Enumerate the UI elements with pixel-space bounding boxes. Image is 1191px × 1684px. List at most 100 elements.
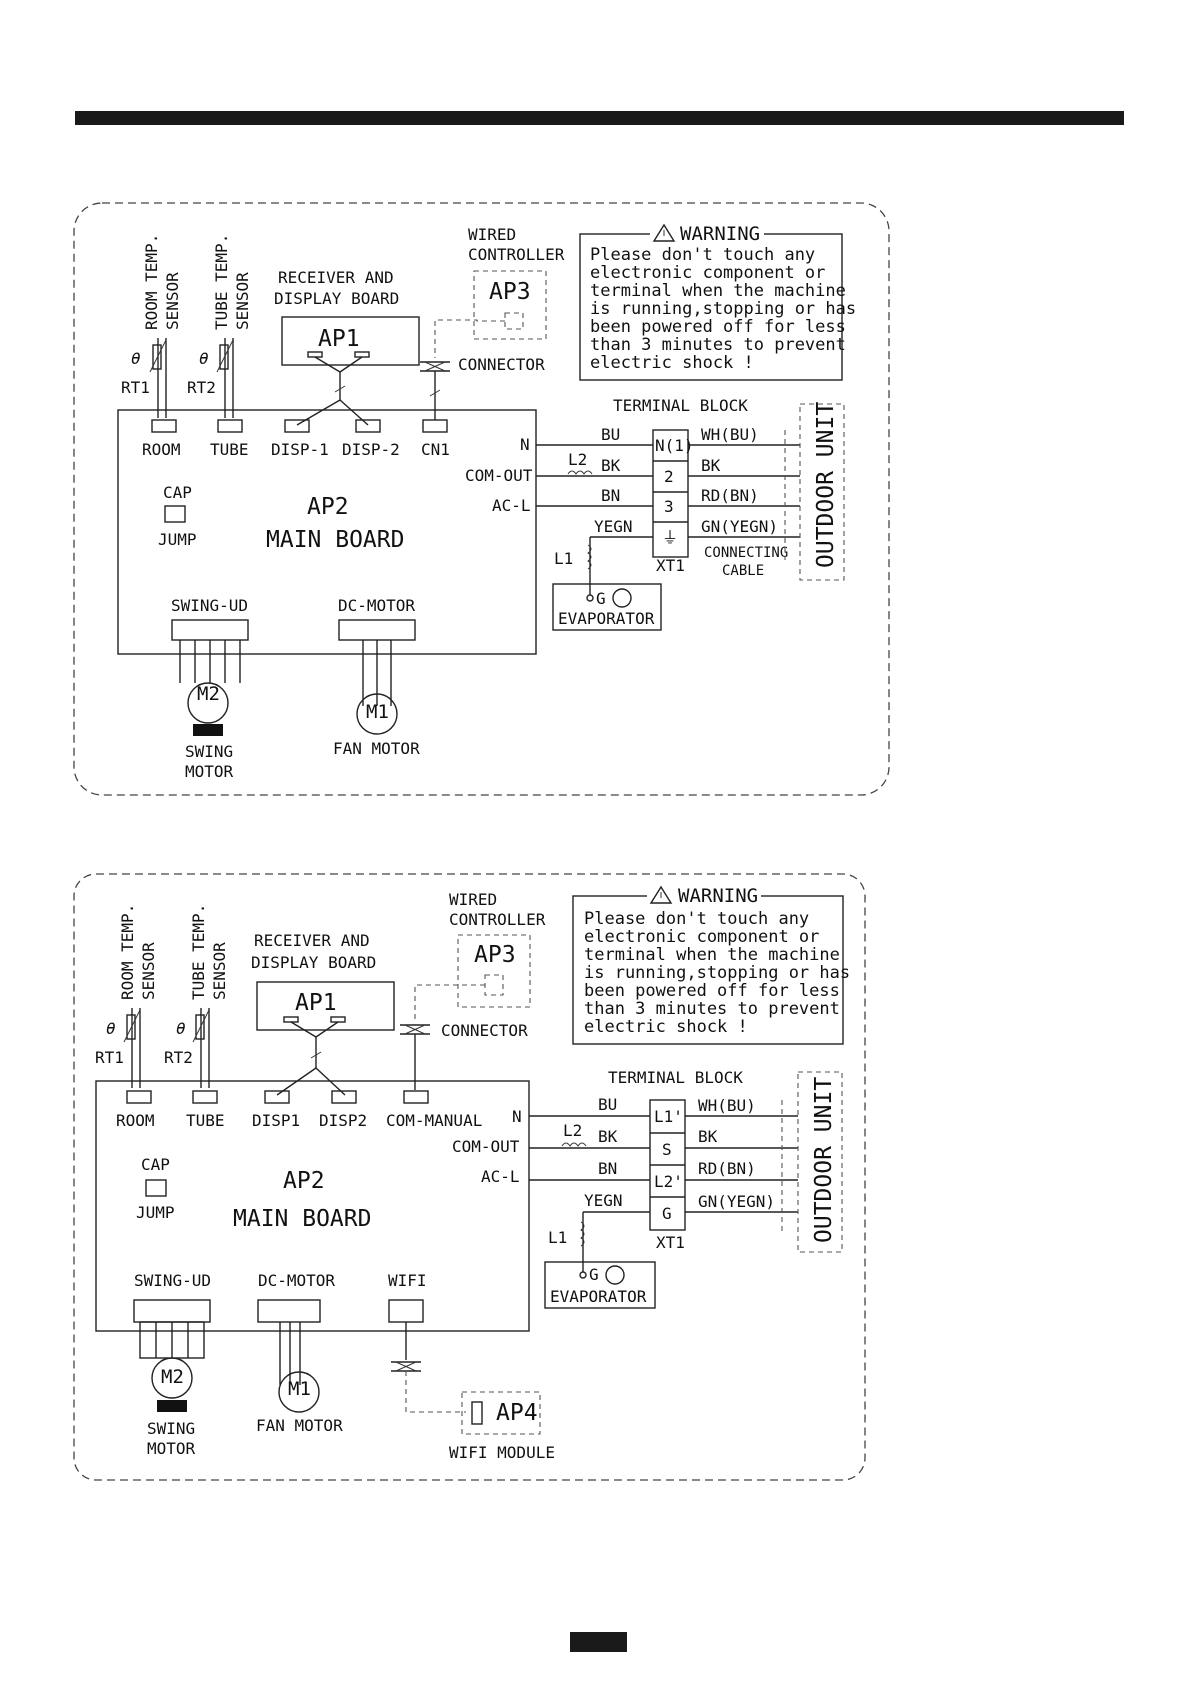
display-board-ap1-2: RECEIVER AND DISPLAY BOARD AP1 <box>251 931 395 1096</box>
svg-text:TUBE TEMP.: TUBE TEMP. <box>212 234 231 330</box>
svg-text:CONNECTING: CONNECTING <box>704 545 788 561</box>
svg-text:TERMINAL BLOCK: TERMINAL BLOCK <box>613 396 748 415</box>
svg-text:AP4: AP4 <box>496 1400 538 1426</box>
svg-text:DISP-1: DISP-1 <box>271 440 329 459</box>
main-board-ap2: ROOM TUBE DISP-1 DISP-2 CN1 CAP JUMP AP2… <box>117 409 537 655</box>
svg-text:ROOM TEMP.: ROOM TEMP. <box>118 904 137 1000</box>
svg-text:RT2: RT2 <box>187 378 216 397</box>
svg-text:DISP2: DISP2 <box>319 1111 367 1130</box>
svg-text:TERMINAL BLOCK: TERMINAL BLOCK <box>608 1068 743 1087</box>
svg-text:OUTDOOR UNIT: OUTDOOR UNIT <box>813 402 839 568</box>
svg-text:BK: BK <box>598 1127 618 1146</box>
svg-text:AC-L: AC-L <box>481 1167 520 1186</box>
svg-text:BU: BU <box>598 1095 617 1114</box>
svg-text:SWING: SWING <box>185 742 233 761</box>
svg-text:L1: L1 <box>554 549 573 568</box>
evaporator-2: G EVAPORATOR <box>544 1261 656 1309</box>
svg-text:S: S <box>662 1140 672 1159</box>
svg-text:G: G <box>662 1204 672 1223</box>
svg-text:RT1: RT1 <box>95 1048 124 1067</box>
swing-motor-m2: M2 SWING MOTOR <box>179 640 241 781</box>
svg-text:SWING-UD: SWING-UD <box>171 596 248 615</box>
svg-text:OUTDOOR UNIT: OUTDOOR UNIT <box>811 1077 837 1243</box>
svg-text:CN1: CN1 <box>421 440 450 459</box>
svg-text:GN(YEGN): GN(YEGN) <box>701 517 778 536</box>
svg-text:3: 3 <box>664 497 674 516</box>
svg-text:JUMP: JUMP <box>136 1203 175 1222</box>
svg-text:WIRED: WIRED <box>449 890 497 909</box>
svg-text:SWING-UD: SWING-UD <box>134 1271 211 1290</box>
svg-text:electric shock !: electric shock ! <box>590 353 754 373</box>
svg-text:L1': L1' <box>654 1107 683 1126</box>
svg-text:AP1: AP1 <box>318 326 360 352</box>
terminal-block-xt1-2: TERMINAL BLOCK L1' S L2' G XT1 BU BK BN … <box>529 1068 843 1272</box>
svg-text:BU: BU <box>601 425 620 444</box>
svg-text:than 3 minutes to prevent: than 3 minutes to prevent <box>584 999 840 1019</box>
main-board-ap2-2: ROOM TUBE DISP1 DISP2 COM-MANUAL CAP JUM… <box>95 1080 530 1332</box>
svg-text:electronic component or: electronic component or <box>590 263 825 283</box>
diagram-1-frame <box>73 202 890 796</box>
svg-text:ROOM TEMP.: ROOM TEMP. <box>142 234 161 330</box>
svg-text:TUBE TEMP.: TUBE TEMP. <box>189 904 208 1000</box>
svg-text:BK: BK <box>701 456 721 475</box>
svg-text:DISPLAY BOARD: DISPLAY BOARD <box>251 953 376 972</box>
svg-text:N(1): N(1) <box>655 436 694 455</box>
svg-text:SENSOR: SENSOR <box>210 942 229 1000</box>
wiring-diagram-1: ROOM TEMP. SENSOR θ RT1 TUBE TEMP. SENSO… <box>73 202 890 796</box>
svg-text:YEGN: YEGN <box>594 517 633 536</box>
room-temp-sensor-2: ROOM TEMP. SENSOR θ RT1 <box>95 904 158 1088</box>
svg-text:N: N <box>520 435 530 454</box>
svg-text:M2: M2 <box>161 1366 184 1388</box>
svg-text:Please don't touch any: Please don't touch any <box>584 909 809 929</box>
svg-text:TUBE: TUBE <box>210 440 249 459</box>
svg-text:YEGN: YEGN <box>584 1191 623 1210</box>
wiring-diagram-2: ROOM TEMP. SENSOR θ RT1 TUBE TEMP. SENSO… <box>73 873 866 1481</box>
svg-text:been powered off for less: been powered off for less <box>584 981 840 1001</box>
tube-temp-sensor-2: TUBE TEMP. SENSOR θ RT2 <box>164 904 229 1088</box>
svg-text:RT1: RT1 <box>121 378 150 397</box>
wired-controller-ap3-2: WIRED CONTROLLER AP3 CONNECTOR <box>400 890 546 1090</box>
tube-temp-sensor: TUBE TEMP. SENSOR θ RT2 <box>187 234 252 418</box>
svg-text:BN: BN <box>598 1159 617 1178</box>
svg-text:RT2: RT2 <box>164 1048 193 1067</box>
svg-text:WIFI MODULE: WIFI MODULE <box>449 1443 555 1462</box>
svg-text:DC-MOTOR: DC-MOTOR <box>258 1271 335 1290</box>
terminal-block-xt1: TERMINAL BLOCK N(1) 2 3 ⏚ XT1 BU BK BN Y… <box>536 396 845 595</box>
svg-text:COM-OUT: COM-OUT <box>465 466 533 485</box>
svg-text:XT1: XT1 <box>656 1233 685 1252</box>
swing-motor-m2-2: M2 SWING MOTOR <box>139 1321 205 1458</box>
svg-text:M2: M2 <box>197 683 220 705</box>
svg-text:XT1: XT1 <box>656 556 685 575</box>
svg-text:DISP-2: DISP-2 <box>342 440 400 459</box>
svg-text:BN: BN <box>601 486 620 505</box>
svg-text:2: 2 <box>664 467 674 486</box>
svg-text:CAP: CAP <box>163 483 192 502</box>
svg-text:terminal when the machine: terminal when the machine <box>584 945 840 965</box>
svg-text:G: G <box>596 589 606 608</box>
svg-text:L2: L2 <box>563 1121 582 1140</box>
svg-text:WH(BU): WH(BU) <box>698 1096 756 1115</box>
svg-text:GN(YEGN): GN(YEGN) <box>698 1192 775 1211</box>
svg-text:been powered off for less: been powered off for less <box>590 317 846 337</box>
room-temp-sensor: ROOM TEMP. SENSOR θ RT1 <box>121 234 182 418</box>
svg-text:EVAPORATOR: EVAPORATOR <box>558 609 655 628</box>
svg-text:AP1: AP1 <box>295 990 337 1016</box>
svg-text:RD(BN): RD(BN) <box>698 1159 756 1178</box>
fan-motor-m1: M1 FAN MOTOR <box>333 640 420 758</box>
svg-text:DC-MOTOR: DC-MOTOR <box>338 596 415 615</box>
svg-text:MOTOR: MOTOR <box>185 762 234 781</box>
svg-text:θ: θ <box>131 349 141 368</box>
svg-text:RD(BN): RD(BN) <box>701 486 759 505</box>
svg-text:ROOM: ROOM <box>116 1111 155 1130</box>
page-number-tab <box>570 1632 627 1652</box>
svg-text:SENSOR: SENSOR <box>233 272 252 330</box>
svg-text:SENSOR: SENSOR <box>139 942 158 1000</box>
svg-text:MOTOR: MOTOR <box>147 1439 196 1458</box>
svg-text:DISPLAY BOARD: DISPLAY BOARD <box>274 289 399 308</box>
svg-text:electric shock !: electric shock ! <box>584 1017 748 1037</box>
svg-text:MAIN BOARD: MAIN BOARD <box>233 1206 371 1232</box>
svg-text:RECEIVER AND: RECEIVER AND <box>278 268 394 287</box>
display-board-ap1: RECEIVER AND DISPLAY BOARD AP1 <box>274 268 420 426</box>
wired-controller-ap3: WIRED CONTROLLER AP3 CONNECTOR <box>420 225 565 420</box>
svg-text:COM-OUT: COM-OUT <box>452 1137 520 1156</box>
